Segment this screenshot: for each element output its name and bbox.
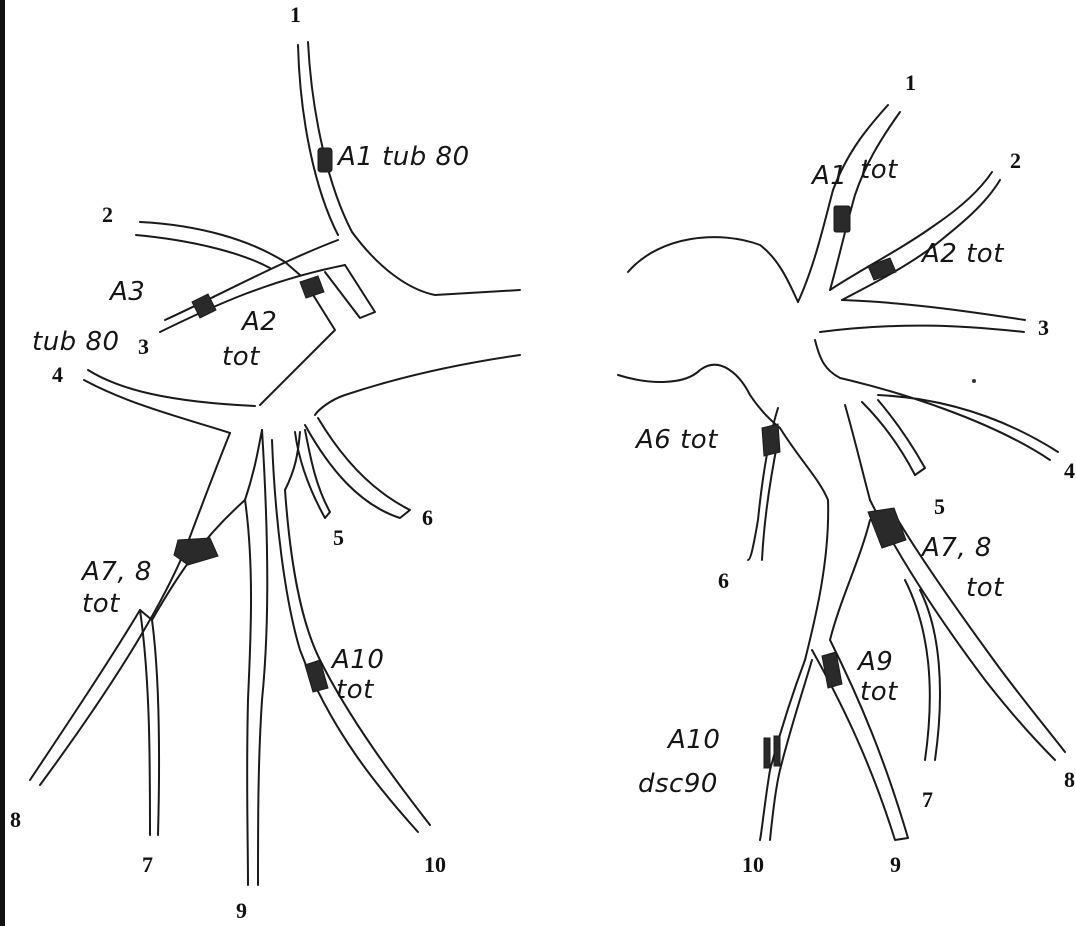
left-branch-10 (272, 440, 430, 832)
left-branch-1 (298, 42, 352, 235)
right-annotation-a9-value: tot (860, 677, 898, 707)
left-branch-6 (305, 418, 410, 518)
right-branch-3 (820, 300, 1025, 332)
right-branch-7 (905, 580, 940, 760)
left-annotation-a1: A1 tub 80 (336, 142, 470, 172)
right-number-10: 10 (742, 852, 764, 877)
right-lesion-a10-b (774, 736, 780, 766)
right-annotation-a6: A6 tot (634, 425, 718, 455)
left-trunk-lower (315, 355, 520, 415)
right-bronchial-tree: 1 2 3 4 5 6 7 8 9 10 A1 tot A2 tot A6 to… (618, 70, 1075, 877)
left-lesion-a10 (305, 660, 328, 692)
right-number-8: 8 (1064, 767, 1075, 792)
left-number-10: 10 (424, 852, 446, 877)
page-edge (0, 0, 5, 926)
right-lesion-a1 (834, 206, 850, 232)
left-number-1: 1 (290, 2, 301, 27)
right-number-9: 9 (890, 852, 901, 877)
left-number-5: 5 (333, 525, 344, 550)
left-number-3: 3 (138, 334, 149, 359)
left-annotation-a2-name: A2 (240, 307, 277, 337)
left-number-8: 8 (10, 807, 21, 832)
right-number-3: 3 (1038, 315, 1049, 340)
left-lower-trunk-left (40, 433, 230, 785)
left-lesion-a2 (300, 276, 324, 298)
scan-speck (972, 379, 976, 383)
right-annotation-a9-name: A9 (856, 647, 893, 677)
left-annotation-a10-name: A10 (330, 645, 384, 675)
right-lesion-a2 (868, 258, 896, 280)
right-annotation-a1-value: tot (860, 155, 898, 185)
right-annotation-a2: A2 tot (920, 239, 1004, 269)
right-annotation-a78-name: A7, 8 (920, 533, 992, 563)
right-annotation-a78-value: tot (966, 573, 1004, 603)
right-lesion-a6 (762, 424, 780, 456)
right-annotation-a10-name: A10 (666, 725, 720, 755)
right-lesion-a10-a (764, 738, 770, 768)
left-annotation-a3-name: A3 (108, 277, 145, 307)
right-annotation-a10-value: dsc90 (638, 769, 718, 799)
left-number-4: 4 (52, 362, 63, 387)
left-number-9: 9 (236, 898, 247, 923)
right-outline-upper (628, 237, 798, 302)
left-branch-2-tip (325, 265, 375, 318)
right-outline-lower (618, 365, 780, 428)
left-branch-5 (285, 430, 330, 518)
right-branch-5 (862, 400, 925, 475)
left-number-7: 7 (142, 852, 153, 877)
left-bronchial-tree: 1 2 3 4 5 6 7 8 9 10 A1 tub 80 A3 tub 80… (10, 2, 520, 923)
right-number-1: 1 (905, 70, 916, 95)
left-branch-9 (245, 430, 267, 885)
left-number-6: 6 (422, 505, 433, 530)
right-lesion-a78 (868, 508, 906, 548)
left-annotation-a2-value: tot (222, 342, 260, 372)
right-lower-trunk-left (780, 428, 828, 660)
left-annotation-a78-value: tot (82, 589, 120, 619)
left-branch-4 (84, 370, 255, 433)
left-branch-8 (30, 610, 152, 780)
right-branch-4 (815, 340, 1058, 460)
right-number-6: 6 (718, 568, 729, 593)
right-lower-trunk-right (845, 405, 870, 500)
right-number-7: 7 (922, 787, 933, 812)
right-number-4: 4 (1064, 458, 1075, 483)
left-lesion-a1 (318, 148, 332, 172)
left-annotation-a78-name: A7, 8 (80, 557, 152, 587)
left-trunk-upper (352, 232, 520, 295)
left-annotation-a10-value: tot (336, 675, 374, 705)
left-lower-trunk-right (245, 430, 262, 500)
left-number-2: 2 (102, 202, 113, 227)
right-number-5: 5 (934, 494, 945, 519)
right-number-2: 2 (1010, 148, 1021, 173)
right-annotation-a1-name: A1 (810, 161, 847, 191)
left-annotation-a3-value: tub 80 (32, 327, 120, 357)
